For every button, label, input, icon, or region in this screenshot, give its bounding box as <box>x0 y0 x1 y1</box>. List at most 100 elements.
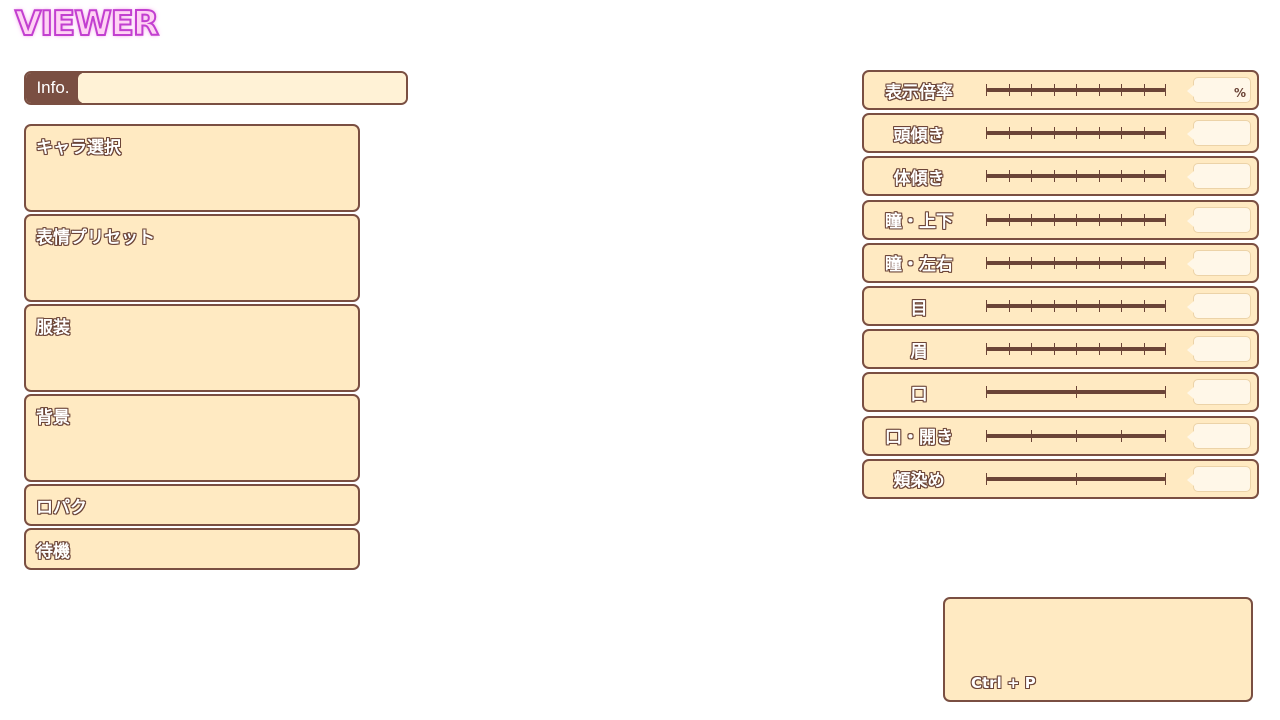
slider-tick <box>1165 213 1166 226</box>
slider-tick <box>1008 256 1010 269</box>
panel-character-select[interactable]: キャラ選択 <box>24 124 360 212</box>
slider-tick <box>1076 213 1077 226</box>
slider-row-blush: 頬染め <box>862 458 1259 499</box>
slider-row-head-tilt: 頭傾き <box>862 113 1259 154</box>
slider-tick <box>1143 256 1145 269</box>
slider-track-pupil-vertical[interactable] <box>986 213 1166 226</box>
slider-tick <box>1031 170 1032 183</box>
slider-tick <box>1076 127 1077 140</box>
slider-value-input-head-tilt[interactable] <box>1187 120 1251 147</box>
slider-tick <box>1121 256 1122 269</box>
slider-value-input-zoom[interactable]: % <box>1187 77 1251 103</box>
info-label: Info. <box>26 73 86 103</box>
slider-tick <box>1165 127 1166 140</box>
slider-tick <box>1143 127 1145 140</box>
slider-row-pupil-horizontal: 瞳・左右 <box>862 242 1259 283</box>
slider-tick <box>1031 256 1032 269</box>
slider-track-eyes[interactable] <box>986 300 1166 312</box>
slider-tick <box>1121 300 1122 312</box>
slider-label: 表示倍率 <box>885 82 953 103</box>
panel-background[interactable]: 背景 <box>24 394 360 482</box>
slider-tick <box>1031 213 1032 226</box>
slider-value-input-blush[interactable] <box>1187 465 1251 492</box>
slider-unit: % <box>1233 86 1246 100</box>
shortcut-hint: Ctrl + P <box>971 674 1036 692</box>
slider-row-mouth-open: 口・開き <box>862 415 1259 456</box>
slider-track-zoom[interactable] <box>986 84 1166 96</box>
slider-label: 目 <box>910 298 928 319</box>
slider-track-mouth-open[interactable] <box>986 429 1166 442</box>
slider-tick <box>1121 170 1122 183</box>
slider-track-mouth[interactable] <box>986 386 1166 399</box>
panel-title: 服装 <box>36 318 70 338</box>
slider-tick <box>1076 300 1077 312</box>
slider-value-input-eyebrows[interactable] <box>1187 336 1251 363</box>
slider-tick <box>1098 300 1100 312</box>
slider-tick <box>1076 256 1077 269</box>
panel-idle[interactable]: 待機 <box>24 528 360 570</box>
info-field <box>82 73 406 103</box>
slider-tick <box>1121 343 1122 356</box>
slider-tick <box>1121 84 1122 96</box>
slider-tick <box>1121 127 1122 140</box>
slider-track-pupil-horizontal[interactable] <box>986 256 1166 269</box>
slider-label: 頭傾き <box>893 125 945 146</box>
app-logo: VIEWER <box>14 3 160 45</box>
slider-tick <box>1008 300 1010 312</box>
slider-tick <box>1076 343 1077 356</box>
slider-value-input-body-tilt[interactable] <box>1187 163 1251 190</box>
panel-title: 待機 <box>36 542 70 562</box>
slider-tick <box>1165 84 1166 96</box>
slider-tick <box>1076 472 1077 485</box>
slider-tick <box>1053 256 1055 269</box>
slider-tick <box>1165 170 1166 183</box>
slider-tick <box>986 386 987 399</box>
info-bar: Info. <box>24 71 408 105</box>
slider-tick <box>1053 127 1055 140</box>
panel-outfit[interactable]: 服装 <box>24 304 360 392</box>
slider-tick <box>1165 429 1166 442</box>
slider-value-input-pupil-horizontal[interactable] <box>1187 249 1251 276</box>
slider-tick <box>1031 127 1032 140</box>
slider-tick <box>1098 170 1100 183</box>
slider-label: 瞳・左右 <box>885 255 953 276</box>
slider-tick <box>986 343 987 356</box>
slider-value-input-mouth[interactable] <box>1187 379 1251 406</box>
slider-tick <box>1098 84 1100 96</box>
slider-label: 口 <box>910 384 928 405</box>
slider-row-eyebrows: 眉 <box>862 329 1259 370</box>
slider-row-body-tilt: 体傾き <box>862 156 1259 197</box>
panel-title: キャラ選択 <box>36 138 121 158</box>
slider-value-input-eyes[interactable] <box>1187 293 1251 319</box>
slider-tick <box>986 472 987 485</box>
slider-tick <box>1008 84 1010 96</box>
slider-tick <box>1165 386 1166 399</box>
slider-tick <box>986 170 987 183</box>
slider-tick <box>1165 256 1166 269</box>
slider-tick <box>986 213 987 226</box>
slider-tick <box>1053 213 1055 226</box>
slider-tick <box>1121 429 1122 442</box>
slider-label: 眉 <box>910 341 928 362</box>
slider-tick <box>1143 213 1145 226</box>
slider-tick <box>986 429 987 442</box>
slider-tick <box>1053 343 1055 356</box>
slider-tick <box>986 84 987 96</box>
panel-lipsync[interactable]: ロパク <box>24 484 360 526</box>
slider-tick <box>1008 170 1010 183</box>
slider-track-blush[interactable] <box>986 472 1166 485</box>
panel-title: ロパク <box>36 498 87 518</box>
slider-track-body-tilt[interactable] <box>986 170 1166 183</box>
slider-tick <box>1053 300 1055 312</box>
slider-label: 体傾き <box>893 168 945 189</box>
panel-expression-preset[interactable]: 表情プリセット <box>24 214 360 302</box>
slider-value-input-pupil-vertical[interactable] <box>1187 206 1251 233</box>
slider-row-eyes: 目 <box>862 286 1259 326</box>
slider-tick <box>1098 213 1100 226</box>
slider-tick <box>1076 84 1077 96</box>
slider-value-input-mouth-open[interactable] <box>1187 422 1251 449</box>
slider-track-head-tilt[interactable] <box>986 127 1166 140</box>
slider-track-eyebrows[interactable] <box>986 343 1166 356</box>
slider-label: 瞳・上下 <box>885 212 953 233</box>
slider-row-mouth: 口 <box>862 372 1259 413</box>
